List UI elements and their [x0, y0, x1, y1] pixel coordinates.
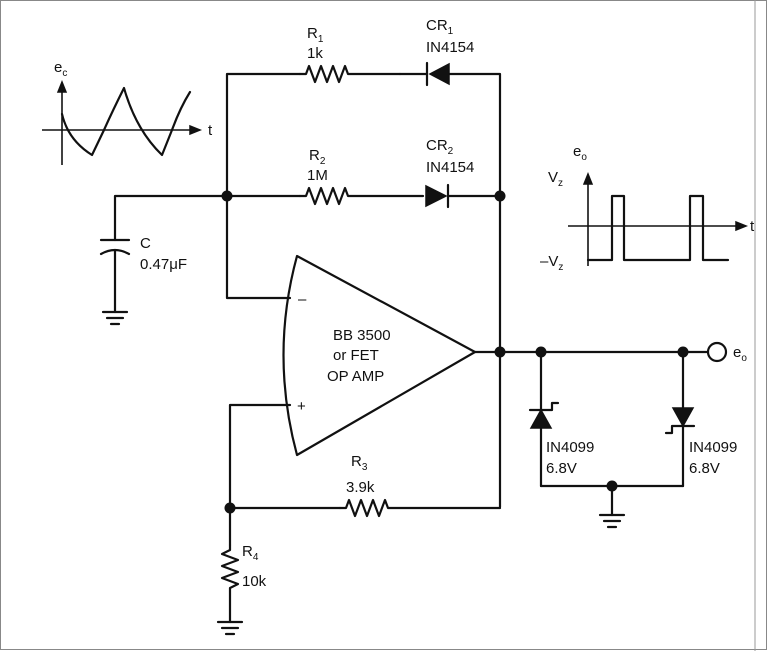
ec-time-label: t — [208, 122, 213, 139]
diode-cr1 — [398, 61, 502, 198]
z1-part: IN4099 — [546, 439, 594, 456]
ec-axis-label: ec — [54, 59, 67, 79]
branch-r2-cr2 — [225, 183, 502, 209]
eo-waveform-graph — [568, 171, 749, 266]
opamp-line2: or FET — [333, 347, 379, 364]
branch-r1-cr1 — [225, 61, 502, 198]
ground-symbol-r4 — [216, 620, 244, 636]
r1-value: 1k — [307, 45, 323, 62]
r2-value: 1M — [307, 167, 328, 184]
op-amp — [282, 254, 477, 457]
cr2-label: CR2 — [426, 137, 454, 157]
ec-waveform-graph — [42, 79, 203, 165]
z2-part: IN4099 — [689, 439, 737, 456]
z2-voltage: 6.8V — [689, 460, 720, 477]
opamp-line3: OP AMP — [327, 368, 384, 385]
resistor-r3 — [338, 498, 502, 518]
ground-symbol-zener — [598, 513, 626, 529]
eo-vneg-label: –Vz — [540, 253, 563, 273]
inverting-input-wire — [225, 194, 292, 300]
zener-z2 — [664, 350, 696, 488]
diode-cr2 — [425, 183, 502, 209]
junction-dots — [221, 190, 689, 514]
cap-value: 0.47μF — [140, 256, 187, 273]
r4-label: R4 — [242, 543, 259, 563]
cr1-label: CR1 — [426, 17, 454, 37]
opamp-plus: + — [297, 398, 306, 415]
eo-vpos-label: Vz — [548, 169, 563, 189]
cr2-part: IN4154 — [426, 159, 474, 176]
r2-label: R2 — [309, 147, 326, 167]
resistor-r4 — [220, 543, 240, 624]
eo-axis-label: eo — [573, 143, 587, 163]
resistor-r2 — [298, 186, 425, 206]
opamp-line1: BB 3500 — [333, 327, 391, 344]
cap-label: C — [140, 235, 151, 252]
r3-label: R3 — [351, 453, 368, 473]
opamp-minus: – — [298, 291, 307, 308]
output-terminal[interactable] — [706, 341, 728, 363]
labels: R1 1k CR1 IN4154 R2 1M CR2 IN4154 C 0.47… — [54, 17, 755, 590]
r3-value: 3.9k — [346, 479, 375, 496]
zener-z1 — [528, 350, 560, 488]
capacitor-c — [99, 194, 229, 314]
resistor-r1 — [298, 64, 402, 84]
r4-value: 10k — [242, 573, 267, 590]
ground-symbol-cap — [101, 310, 129, 326]
z1-voltage: 6.8V — [546, 460, 577, 477]
output-label: eo — [733, 344, 747, 364]
non-inverting-input-wire — [228, 403, 292, 510]
r1-label: R1 — [307, 25, 324, 45]
cr1-part: IN4154 — [426, 39, 474, 56]
eo-time-label: t — [750, 218, 755, 235]
